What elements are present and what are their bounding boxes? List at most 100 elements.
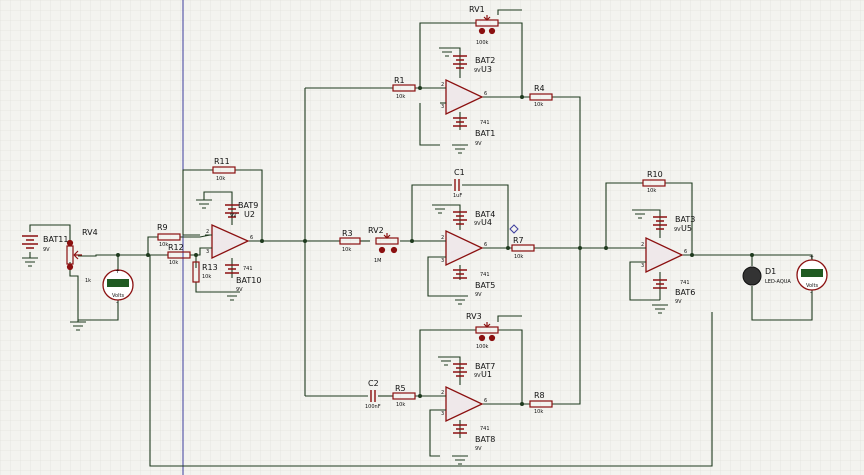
resistor-r9[interactable] [157,233,181,241]
label-u1-type: 741 [480,426,490,432]
battery-bat10[interactable] [225,264,239,274]
battery-bat5[interactable] [453,269,467,279]
label-r12: R12 [168,243,184,252]
led-d1[interactable] [742,266,762,286]
resistor-r8[interactable] [529,400,553,408]
pin-u4-2: 2 [441,235,444,241]
label-bat4: BAT4 [475,210,495,219]
battery-bat4[interactable] [453,211,467,225]
resistor-r13[interactable] [192,261,200,283]
component-labels: BAT11 9V RV4 1k Volts + - R9 10k R12 10k… [43,5,818,452]
capacitor-c2[interactable] [370,390,376,402]
label-bat7: BAT7 [475,362,495,371]
label-u4-type: 741 [480,272,490,278]
opamp-u4[interactable] [445,229,484,267]
resistor-r10[interactable] [642,179,666,187]
pin-u3-3: 3 [441,104,444,110]
resistor-r4[interactable] [529,93,553,101]
resistor-r7[interactable] [511,244,535,252]
opamp-u3[interactable] [445,78,484,116]
label-u5: U5 [681,224,692,233]
label-r8: R8 [534,391,545,400]
label-rv2: RV2 [368,226,384,235]
voltmeter-1-label: Volts [112,293,124,299]
battery-bat11[interactable] [22,235,38,249]
label-bat8-voltage: 9V [475,446,482,452]
label-bat2: BAT2 [475,56,495,65]
label-bat6-voltage: 9V [675,299,682,305]
label-bat11: BAT11 [43,235,68,244]
label-d1-type: LED-AQUA [765,279,791,285]
pin-u2-3: 3 [206,249,209,255]
battery-bat1[interactable] [453,117,467,127]
label-r11: R11 [214,157,230,166]
label-u2: U2 [244,210,255,219]
resistor-r5[interactable] [392,392,416,400]
label-r13-value: 10k [202,274,211,280]
battery-bat7[interactable] [453,363,467,377]
label-d1: D1 [765,267,776,276]
label-r7-value: 10k [514,254,523,260]
label-u5-type: 741 [680,280,690,286]
pin-u5-2: 2 [641,242,644,248]
label-bat9: BAT9 [238,201,258,210]
label-rv1: RV1 [469,5,485,14]
opamp-u2[interactable] [211,223,250,260]
label-bat1-voltage: 9V [475,141,482,147]
resistor-r12[interactable] [167,251,191,259]
capacitor-c1[interactable] [454,179,460,191]
label-c1-value: 1uF [453,193,462,199]
label-r13: R13 [202,263,218,272]
potentiometer-rv1[interactable] [475,15,499,35]
label-u1: U1 [481,370,492,379]
voltmeter-2[interactable] [796,259,828,291]
label-bat3: BAT3 [675,215,695,224]
opamp-u5[interactable] [645,236,684,274]
label-r4: R4 [534,84,545,93]
battery-bat3[interactable] [653,216,667,230]
resistor-r3[interactable] [339,237,361,245]
pin-u3-2: 2 [441,82,444,88]
potentiometer-rv3[interactable] [475,322,499,342]
battery-bat8[interactable] [453,424,467,434]
label-bat1: BAT1 [475,129,495,138]
opamp-u1[interactable] [445,385,484,423]
label-r12-value: 10k [169,260,178,266]
label-u3: U3 [481,65,492,74]
potentiometer-rv4[interactable] [66,239,82,271]
wires [29,9,813,467]
battery-bat2[interactable] [453,55,467,69]
label-c2: C2 [368,379,379,388]
label-u2-type: 741 [243,266,253,272]
label-bat10: BAT10 [236,276,261,285]
voltmeter-1-minus: - [116,299,118,306]
label-r7: R7 [513,236,524,245]
battery-bat6[interactable] [653,279,667,289]
opamps [211,78,684,423]
label-r10-value: 10k [647,188,656,194]
label-r1: R1 [394,76,405,85]
potentiometers [66,15,499,342]
voltmeter-2-minus: - [810,289,812,296]
label-r9-value: 10k [159,242,168,248]
battery-bat9[interactable] [225,204,239,218]
pin-u5-3: 3 [641,263,644,269]
label-u4: U4 [481,218,492,227]
resistor-r11[interactable] [212,166,236,174]
junction-dots [116,86,754,406]
pin-u3-6: 6 [484,91,487,97]
resistor-r1[interactable] [392,84,416,92]
label-r3: R3 [342,229,353,238]
voltmeter-1[interactable] [102,269,134,301]
label-rv4-value: 1k [85,278,91,284]
label-bat5-voltage: 9V [475,292,482,298]
pin-u4-6: 6 [484,242,487,248]
label-r10: R10 [647,170,663,179]
label-bat10-voltage: 9V [236,287,243,293]
potentiometer-rv2[interactable] [375,233,399,254]
capacitors [370,179,460,402]
label-bat3-voltage: 9V [674,227,681,233]
voltmeter-2-label: Volts [806,283,818,289]
label-bat2-voltage: 9V [474,68,481,74]
